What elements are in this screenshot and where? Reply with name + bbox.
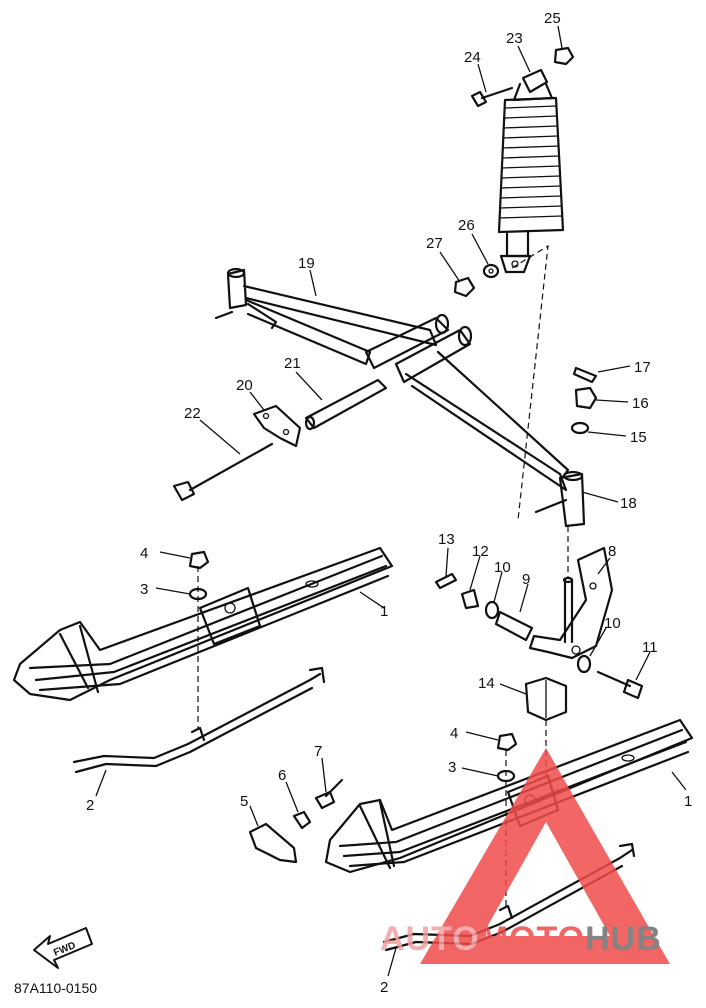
collar-9 (494, 610, 534, 642)
callout-26: 26 (458, 217, 475, 234)
nut-25 (553, 46, 575, 66)
callout-4-upper: 4 (140, 545, 148, 562)
callout-10-upper: 10 (494, 559, 511, 576)
watermark-triangle (420, 748, 670, 964)
washer-10b (576, 654, 592, 674)
watermark-text-hub: HUB (585, 920, 662, 958)
callout-20: 20 (236, 377, 253, 394)
callout-18: 18 (620, 495, 637, 512)
fwd-arrow: FWD (33, 927, 93, 969)
callout-labels: 25 23 24 26 27 19 17 16 15 21 20 22 18 1… (86, 10, 692, 996)
callout-21: 21 (284, 355, 301, 372)
guard-5 (248, 822, 298, 864)
bushing-12 (460, 588, 480, 610)
watermark-logo: AUTOMOTOHUB (380, 748, 670, 964)
diagram-code: 87A110-0150 (14, 980, 97, 996)
bolt-22 (172, 442, 274, 502)
watermark-text-auto: AUTO (380, 920, 480, 958)
callout-4-lower: 4 (450, 725, 458, 742)
callout-22: 22 (184, 405, 201, 422)
callout-7: 7 (314, 743, 322, 760)
callout-2-lower: 2 (380, 979, 388, 996)
runner-2a (72, 666, 326, 774)
callout-15: 15 (630, 429, 647, 446)
callout-12: 12 (472, 543, 489, 560)
shock-absorber (497, 68, 565, 274)
damper-14 (524, 676, 568, 722)
callout-23: 23 (506, 30, 523, 47)
callout-9: 9 (522, 571, 530, 588)
svg-text:AUTOMOTOHUB: AUTOMOTOHUB (380, 920, 662, 958)
nut-6 (292, 810, 312, 830)
callout-14: 14 (478, 675, 495, 692)
ski-spindle (528, 546, 614, 660)
callout-17: 17 (634, 359, 651, 376)
nut-27 (453, 276, 476, 298)
spacer-21 (304, 378, 388, 431)
nut-4b (496, 732, 518, 752)
ski-lower (324, 718, 694, 874)
callout-5: 5 (240, 793, 248, 810)
callout-1-lower: 1 (684, 793, 692, 810)
cotter-13 (434, 572, 458, 590)
pin-17 (572, 366, 598, 384)
callout-13: 13 (438, 531, 455, 548)
callout-6: 6 (278, 767, 286, 784)
watermark-text-moto: MOTO (480, 920, 585, 958)
washer-26 (482, 263, 500, 279)
nut-4a (188, 550, 210, 570)
callout-8: 8 (608, 543, 616, 560)
callout-25: 25 (544, 10, 561, 27)
callout-2-upper: 2 (86, 797, 94, 814)
callout-11: 11 (642, 639, 658, 656)
washer-15 (570, 421, 590, 435)
suspension-arm (214, 267, 586, 528)
leader-lines (95, 25, 687, 977)
plate-20 (252, 404, 302, 448)
callout-3-lower: 3 (448, 759, 456, 776)
callout-16: 16 (632, 395, 649, 412)
ski-upper (12, 546, 394, 702)
washer-10a (484, 600, 500, 620)
callout-27: 27 (426, 235, 443, 252)
callout-3-upper: 3 (140, 581, 148, 598)
bolt-7 (314, 778, 344, 810)
callout-1-upper: 1 (380, 603, 388, 620)
callout-24: 24 (464, 49, 481, 66)
nut-16 (574, 386, 598, 410)
callout-19: 19 (298, 255, 315, 272)
bolt-24 (470, 86, 514, 108)
callout-10-lower: 10 (604, 615, 621, 632)
bolt-11 (596, 670, 644, 700)
